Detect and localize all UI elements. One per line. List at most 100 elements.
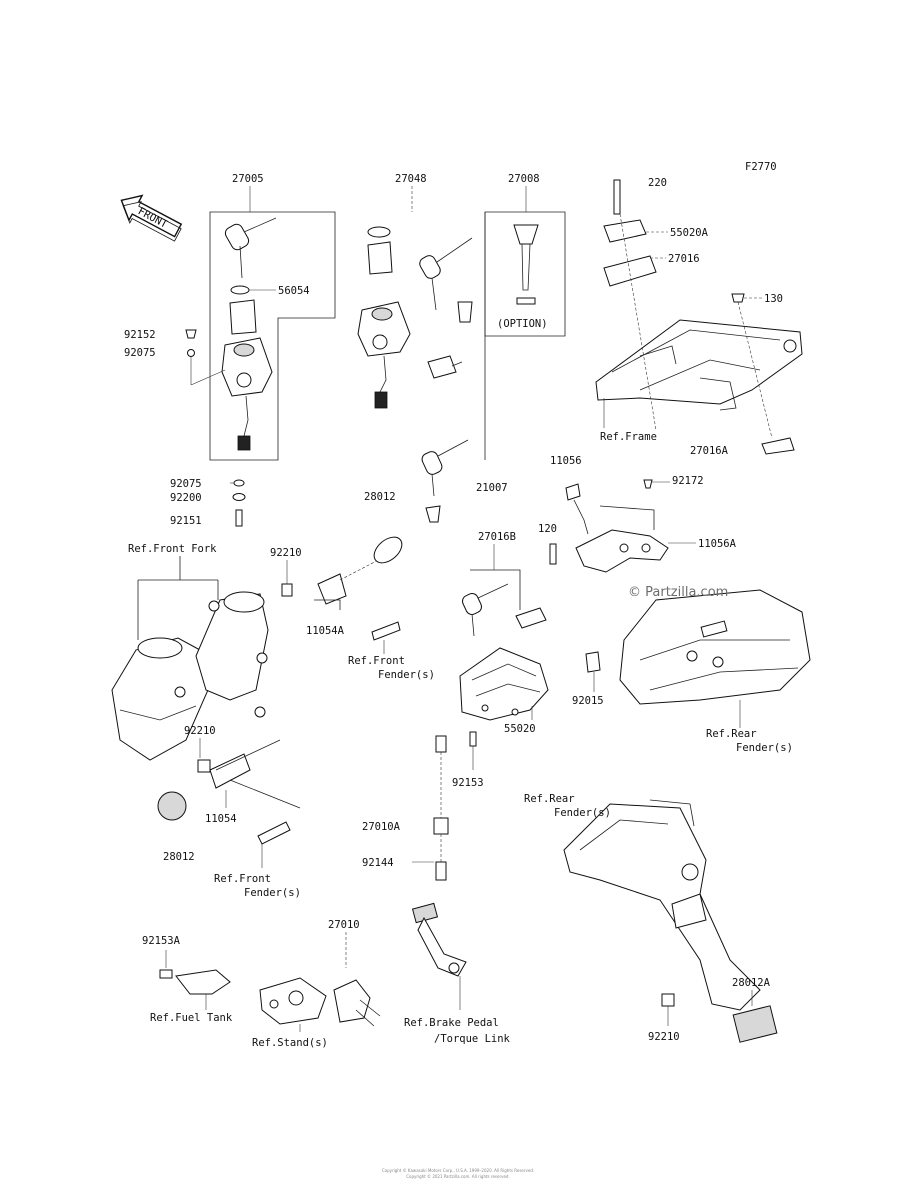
ref-rear-fender-1b: Fender(s) xyxy=(736,742,793,754)
label-92144: 92144 xyxy=(362,857,394,869)
label-option: (OPTION) xyxy=(497,318,548,330)
spring-92144 xyxy=(435,861,447,881)
key-icon xyxy=(421,439,469,497)
seal-cap xyxy=(457,301,473,323)
washer xyxy=(367,226,391,238)
ref-front-fender-2a: Ref.Front xyxy=(214,873,271,885)
front-arrow-icon: FRONT xyxy=(120,194,183,242)
ref-brake-a: Ref.Brake Pedal xyxy=(404,1017,499,1029)
label-130: 130 xyxy=(764,293,783,305)
rear-fender xyxy=(563,799,761,1011)
side-stand-switch-27010 xyxy=(333,979,381,1027)
watermark: © Partzilla.com xyxy=(628,585,728,600)
label-11054: 11054 xyxy=(205,813,237,825)
washer-92075-b xyxy=(233,479,245,487)
label-92153: 92153 xyxy=(452,777,484,789)
bracket-11054A xyxy=(317,573,347,605)
label-92210-b: 92210 xyxy=(184,725,216,737)
label-27010A: 27010A xyxy=(362,821,401,833)
brake-pedal xyxy=(411,902,467,977)
washer-56054 xyxy=(230,285,250,295)
ref-frame: Ref.Frame xyxy=(600,431,657,443)
ref-rear-fender-1a: Ref.Rear xyxy=(706,728,757,740)
label-27048: 27048 xyxy=(395,173,427,185)
fuel-tank-bracket xyxy=(175,969,231,995)
bolt-92172 xyxy=(643,479,653,489)
bracket-11054 xyxy=(209,753,251,789)
key-icon xyxy=(461,583,509,637)
ignition-switch-body xyxy=(221,337,273,451)
label-55020A: 55020A xyxy=(670,227,709,239)
label-21007: 21007 xyxy=(476,482,508,494)
copyright-line-2: Copyright © 2021 Partzilla.com. All righ… xyxy=(406,1174,510,1179)
label-28012-b: 28012 xyxy=(163,851,195,863)
plate-28012 xyxy=(373,536,403,564)
seat-lock xyxy=(427,355,463,379)
ref-rear-fender-2b: Fender(s) xyxy=(554,807,611,819)
ref-front-fender-1a: Ref.Front xyxy=(348,655,405,667)
damper-27016A xyxy=(761,437,795,455)
collar-92015 xyxy=(585,651,601,673)
ref-front-fender-1b: Fender(s) xyxy=(378,669,435,681)
group-bracket-27005 xyxy=(209,211,336,461)
key-blank-icon xyxy=(513,224,539,305)
label-11056: 11056 xyxy=(550,455,582,467)
bolt-front-fender xyxy=(371,621,401,641)
bolt-220 xyxy=(613,179,621,215)
label-27005: 27005 xyxy=(232,173,264,185)
key-icon xyxy=(419,237,473,311)
label-92152: 92152 xyxy=(124,329,156,341)
stand-bracket xyxy=(259,977,327,1025)
label-27016: 27016 xyxy=(668,253,700,265)
label-27016B: 27016B xyxy=(478,531,516,543)
copyright-line-1: Copyright © Kawasaki Motors Corp., U.S.A… xyxy=(382,1168,534,1173)
washer-92200 xyxy=(232,493,246,501)
bracket-11056 xyxy=(575,505,669,573)
screw-92153 xyxy=(469,731,477,747)
label-92153A: 92153A xyxy=(142,935,181,947)
damper-27016 xyxy=(603,255,657,287)
bolt-front-fender-2 xyxy=(257,821,291,845)
key-icon xyxy=(224,217,277,279)
label-92075-b: 92075 xyxy=(170,478,202,490)
reflector-28012A xyxy=(732,1005,778,1043)
switch-top xyxy=(435,735,447,753)
cover-55020 xyxy=(459,647,549,721)
front-fork-assembly xyxy=(111,591,269,761)
label-28012-a: 28012 xyxy=(364,491,396,503)
diagram-code: F2770 xyxy=(745,161,777,173)
lock-27016B xyxy=(515,607,547,629)
label-56054: 56054 xyxy=(278,285,310,297)
switch-27010A xyxy=(433,817,449,835)
ref-stand: Ref.Stand(s) xyxy=(252,1037,328,1049)
rear-frame xyxy=(595,319,803,411)
label-92200: 92200 xyxy=(170,492,202,504)
ref-fuel-tank: Ref.Fuel Tank xyxy=(150,1012,233,1024)
lock-cylinder xyxy=(229,299,257,335)
label-28012A: 28012A xyxy=(732,977,771,989)
label-55020: 55020 xyxy=(504,723,536,735)
nut-92210-b xyxy=(197,759,211,773)
label-27010: 27010 xyxy=(328,919,360,931)
bolt-120 xyxy=(549,543,557,565)
lock-cylinder xyxy=(367,241,393,275)
label-27016A: 27016A xyxy=(690,445,729,457)
ref-rear-fender-2a: Ref.Rear xyxy=(524,793,575,805)
ref-brake-b: /Torque Link xyxy=(434,1033,511,1045)
label-92075-a: 92075 xyxy=(124,347,156,359)
screw-92151 xyxy=(235,509,243,527)
bolt-92153A xyxy=(159,969,173,979)
label-11054A: 11054A xyxy=(306,625,345,637)
label-92210-c: 92210 xyxy=(648,1031,680,1043)
label-11056A: 11056A xyxy=(698,538,737,550)
bolt-130 xyxy=(731,293,745,303)
nut-92210-a xyxy=(281,583,293,597)
label-27008: 27008 xyxy=(508,173,540,185)
washer-92075 xyxy=(187,349,195,357)
nut-92210-c xyxy=(661,993,675,1007)
label-92210-a: 92210 xyxy=(270,547,302,559)
bracket-55020A xyxy=(603,219,647,243)
label-92015: 92015 xyxy=(572,695,604,707)
label-92151: 92151 xyxy=(170,515,202,527)
